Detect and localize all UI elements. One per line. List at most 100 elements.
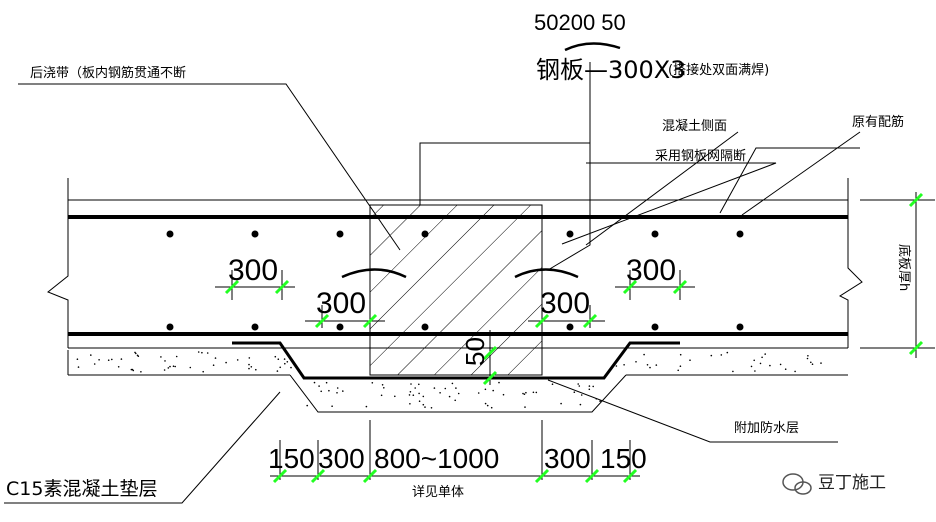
cushion-speck: [623, 364, 625, 366]
cushion-speck: [135, 352, 137, 355]
cushion-speck: [477, 392, 480, 394]
cushion-speck: [759, 362, 762, 365]
hook-symbols: [341, 42, 621, 279]
cushion-speck: [206, 352, 209, 354]
cushion-speck: [430, 407, 433, 409]
cushion-speck: [197, 351, 200, 353]
dimension-tick: [310, 468, 326, 484]
cushion-speck: [726, 351, 729, 354]
cushion-speck: [174, 365, 176, 368]
cushion-speck: [492, 389, 495, 392]
cushion-speck: [720, 354, 723, 356]
cushion-speck: [522, 392, 524, 395]
dim-bottom-150-left: 150: [268, 443, 315, 474]
cushion-speck: [111, 358, 113, 361]
cushion-speck: [486, 404, 489, 407]
cushion-speck: [806, 357, 809, 360]
cushion-speck: [107, 359, 110, 362]
cushion-speck: [523, 393, 526, 396]
cushion-speck: [412, 394, 415, 397]
cushion-speck: [336, 392, 338, 394]
dimension-tick: [314, 313, 330, 329]
cushion-speck: [160, 356, 162, 358]
cushion-speck: [276, 370, 279, 372]
cushion-speck: [132, 369, 135, 372]
dimension-tick: [272, 468, 288, 484]
cushion-speck: [201, 351, 203, 354]
cushion-speck: [754, 370, 756, 372]
cushion-speck: [646, 364, 649, 366]
cushion-speck: [284, 362, 286, 365]
dim-mid-left-300: 300: [316, 287, 366, 320]
cushion-speck: [408, 394, 411, 396]
cushion-speck: [649, 366, 651, 369]
cushion-speck: [577, 383, 579, 385]
cushion-speck: [318, 385, 320, 387]
rebar-dot: [251, 230, 259, 238]
steel-mesh-label: 采用钢板网隔断: [655, 149, 746, 164]
dim-bottom-800-1000: 800~1000: [374, 443, 499, 474]
cushion-speck: [677, 369, 679, 372]
cushion-speck: [98, 359, 100, 361]
cushion-speck: [710, 354, 713, 357]
cushion-speck: [381, 384, 384, 386]
cushion-speck: [753, 359, 755, 362]
cushion-speck: [320, 390, 323, 393]
cushion-speck: [599, 400, 601, 403]
cushion-speck: [498, 381, 500, 384]
see-single-label: 详见单体: [412, 485, 464, 500]
chat-bubble-icon: [782, 473, 812, 495]
cushion-speck: [120, 358, 123, 360]
cushion-speck: [732, 370, 734, 373]
cushion-speck: [794, 370, 796, 373]
cushion-speck: [615, 365, 618, 367]
cushion-speck: [418, 400, 421, 403]
cushion-speck: [414, 387, 417, 389]
cushion-speck: [573, 391, 576, 394]
cushion-speck: [212, 364, 215, 367]
rebar-dot: [736, 230, 744, 238]
cushion-speck: [383, 387, 385, 389]
dim-bottom-300-left: 300: [318, 443, 365, 474]
cushion-speck: [255, 368, 257, 371]
waterproof-layer-line: [232, 341, 680, 380]
dimension-tick: [482, 345, 498, 361]
dim-depth-50: 50: [460, 337, 490, 366]
cushion-speck: [524, 406, 526, 408]
cushion-speck: [635, 361, 637, 363]
cushion-speck: [279, 366, 282, 369]
cushion-speck: [250, 366, 253, 368]
rebar-dots: [166, 230, 744, 331]
dim-top-left-300: 300: [228, 254, 278, 287]
cushion-speck: [283, 358, 286, 360]
cushion-speck: [679, 365, 682, 368]
dimension-tick: [908, 192, 924, 208]
cushion-speck: [130, 368, 133, 371]
waterproof-layer-label: 附加防水层: [734, 420, 799, 436]
cushion-speck: [342, 390, 344, 392]
cushion-speck: [655, 364, 658, 366]
rebar-dot: [421, 230, 429, 238]
cushion-speck: [236, 359, 239, 361]
post-pour-strip-block: [369, 204, 543, 376]
dim-bottom-150-right: 150: [600, 443, 647, 474]
dimension-tick: [908, 340, 924, 356]
cushion-speck: [248, 357, 251, 359]
cushion-speck: [444, 387, 447, 390]
cushion-label: C15素混凝土垫层: [6, 478, 157, 500]
cushion-speck: [306, 404, 309, 407]
cushion-speck: [90, 354, 92, 356]
cushion-speck: [551, 383, 554, 386]
cushion-speck: [532, 391, 535, 394]
rebar-dot: [651, 230, 659, 238]
cushion-speck: [410, 383, 412, 385]
cushion-speck: [140, 371, 142, 373]
cushion-speck: [225, 361, 227, 364]
rebar-dot: [566, 230, 574, 238]
cushion-speck: [525, 391, 527, 394]
dimension-tick: [582, 313, 598, 329]
cushion-speck: [784, 368, 787, 371]
cushion-speck: [137, 355, 140, 358]
cushion-speck: [336, 387, 339, 389]
cushion-speck: [811, 363, 814, 366]
